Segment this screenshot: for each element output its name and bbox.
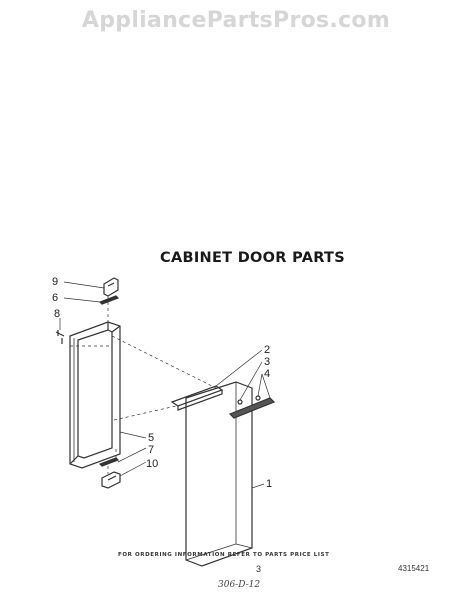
hinge-top-9 [103, 277, 119, 297]
screw-8 [55, 330, 65, 344]
document-number: 4315421 [398, 564, 430, 573]
door-bracket-2 [170, 385, 224, 411]
alignment-lines [70, 296, 217, 474]
callout-7: 7 [148, 444, 155, 456]
callout-1: 1 [266, 478, 273, 490]
clip-3b [255, 395, 261, 401]
callout-leaders [59, 281, 271, 489]
door-frame-left [69, 321, 121, 469]
door-rail-4 [228, 397, 276, 419]
watermark-logo: AppliancePartsPros.com [81, 8, 391, 33]
callout-6: 6 [52, 292, 59, 304]
callout-4: 4 [264, 368, 271, 380]
callout-8: 8 [54, 308, 61, 320]
callout-9: 9 [52, 276, 59, 288]
handwritten-code: 306-D-12 [218, 580, 261, 590]
callout-10: 10 [146, 458, 159, 470]
callout-2: 2 [264, 344, 271, 356]
diagram-title: CABINET DOOR PARTS [160, 250, 345, 266]
hinge-pin-7 [98, 457, 120, 467]
hinge-bottom-10 [101, 471, 121, 489]
ordering-note: FOR ORDERING INFORMATION REFER TO PARTS … [118, 552, 330, 558]
door-panel-1 [185, 381, 253, 567]
clip-3a [237, 399, 243, 405]
hinge-pin-6 [98, 295, 120, 305]
callout-5: 5 [148, 432, 155, 444]
page-number: 3 [256, 564, 262, 574]
callout-3: 3 [264, 356, 271, 368]
